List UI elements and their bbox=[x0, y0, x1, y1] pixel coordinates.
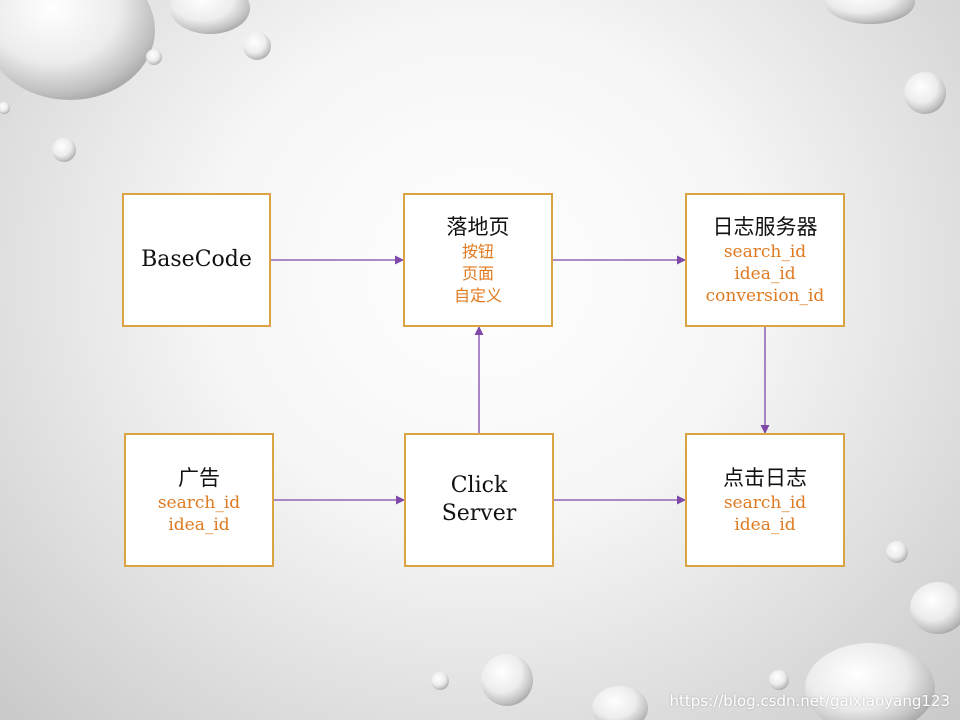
water-drop bbox=[910, 582, 960, 634]
node-log-server: 日志服务器 search_id idea_id conversion_id bbox=[685, 193, 845, 327]
node-title: 广告 bbox=[178, 466, 220, 490]
node-item: search_id bbox=[723, 242, 807, 262]
water-drop bbox=[904, 72, 946, 114]
node-item: idea_id bbox=[168, 515, 230, 535]
node-item: idea_id bbox=[734, 515, 796, 535]
water-drop bbox=[886, 541, 908, 563]
node-title: 日志服务器 bbox=[712, 215, 818, 239]
water-drop bbox=[146, 49, 162, 65]
node-item: 页面 bbox=[461, 264, 494, 283]
node-item: search_id bbox=[723, 493, 807, 513]
water-drop bbox=[243, 32, 271, 60]
node-item: 按钮 bbox=[461, 242, 494, 261]
water-drop bbox=[0, 0, 155, 100]
water-drop bbox=[52, 138, 76, 162]
node-item: idea_id bbox=[734, 264, 796, 284]
water-drop bbox=[0, 102, 10, 114]
node-click-log: 点击日志 search_id idea_id bbox=[685, 433, 845, 567]
node-title-line1: Click bbox=[450, 473, 508, 498]
water-drop bbox=[431, 672, 449, 690]
node-title: 点击日志 bbox=[723, 466, 807, 490]
node-landing-page: 落地页 按钮 页面 自定义 bbox=[403, 193, 553, 327]
node-item: search_id bbox=[157, 493, 241, 513]
node-ad: 广告 search_id idea_id bbox=[124, 433, 274, 567]
node-title: 落地页 bbox=[446, 215, 510, 239]
node-basecode: BaseCode bbox=[122, 193, 271, 327]
water-drop bbox=[769, 670, 789, 690]
water-drop bbox=[805, 643, 935, 720]
watermark-url: https://blog.csdn.net/gaixiaoyang123 bbox=[669, 692, 950, 710]
node-title: BaseCode bbox=[141, 247, 252, 272]
water-drop bbox=[481, 654, 533, 706]
water-drop bbox=[592, 686, 648, 720]
node-item: conversion_id bbox=[705, 286, 825, 306]
node-click-server: Click Server bbox=[404, 433, 554, 567]
node-title-line2: Server bbox=[441, 501, 517, 526]
water-drop bbox=[825, 0, 915, 24]
node-item: 自定义 bbox=[453, 286, 502, 305]
water-drop bbox=[170, 0, 250, 34]
